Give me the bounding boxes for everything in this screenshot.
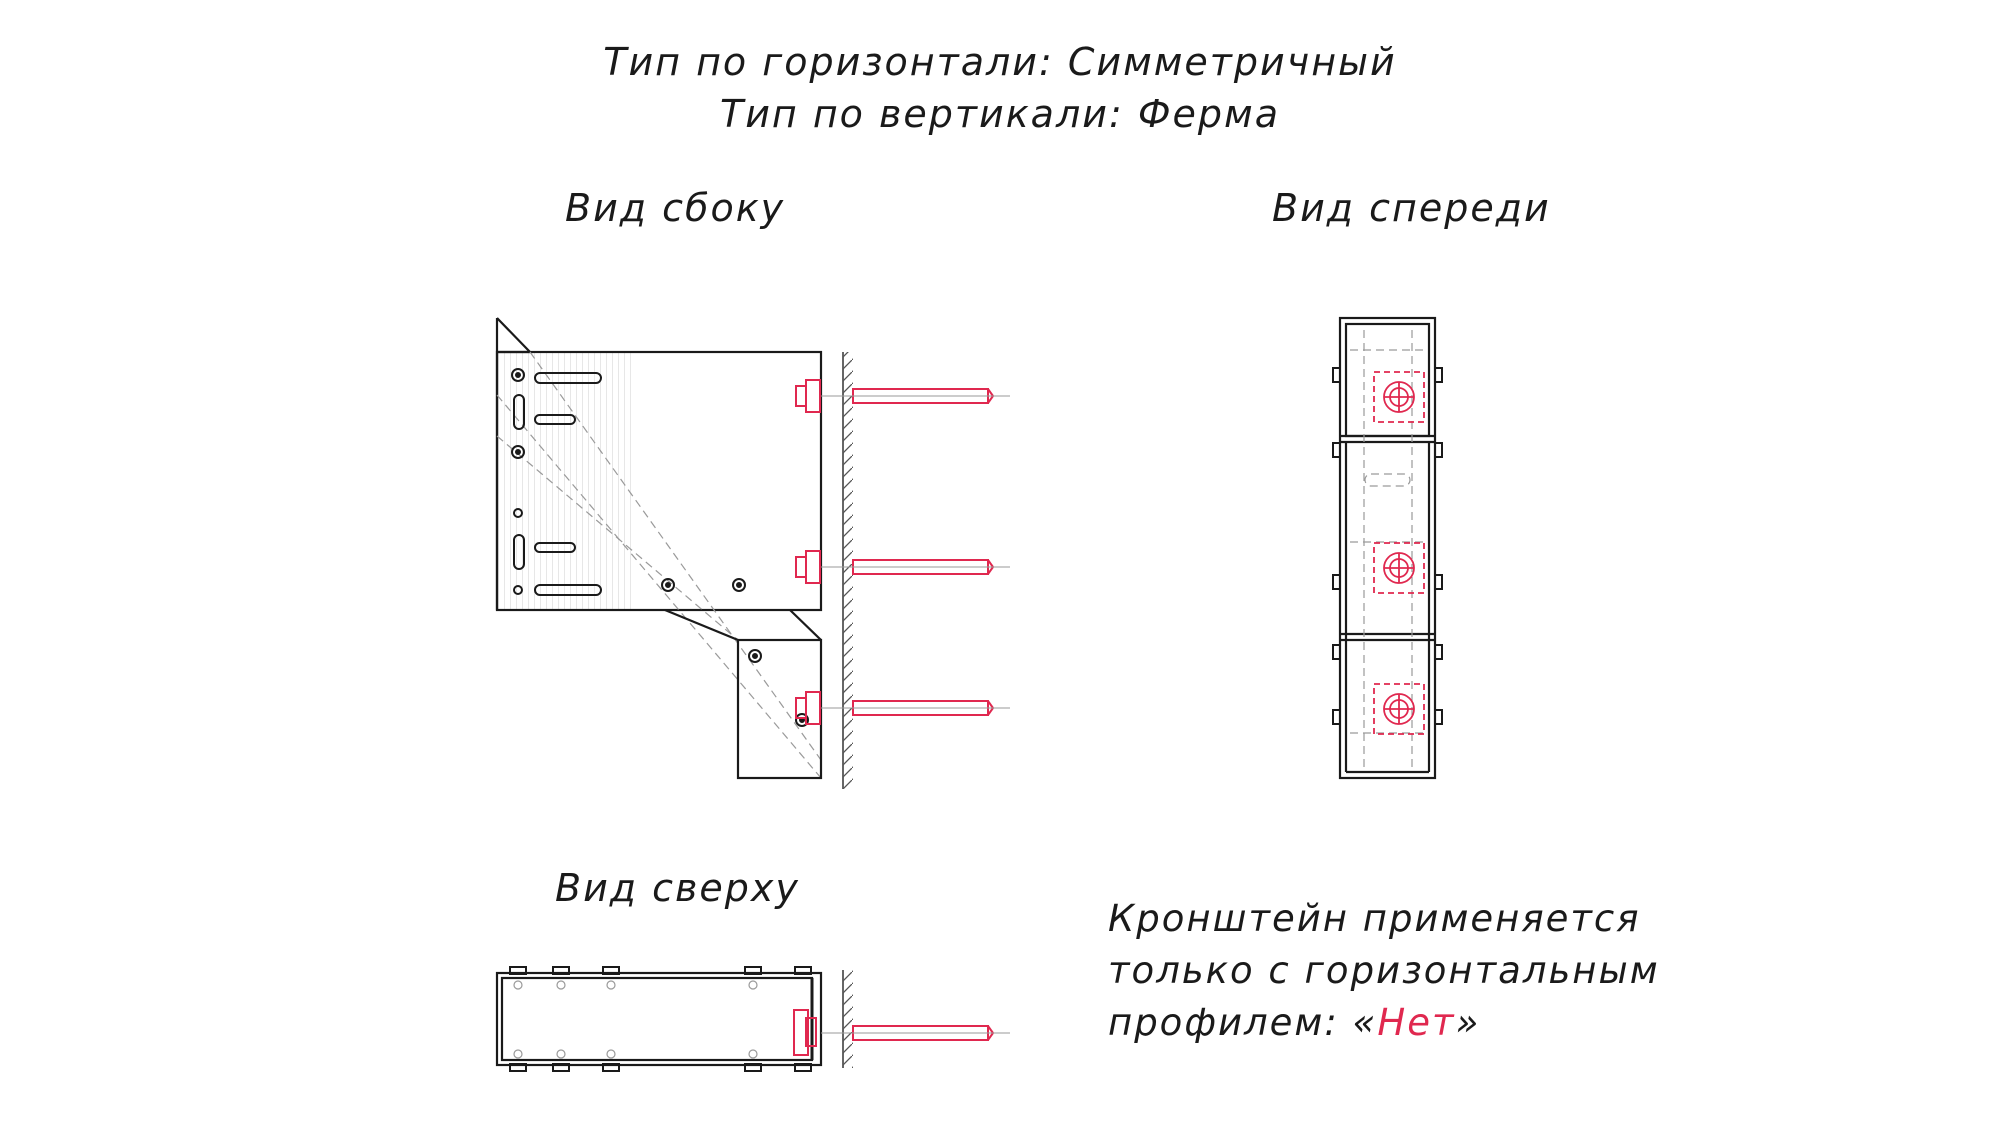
header-horizontal-type: Тип по горизонтали: Симметричный: [603, 40, 1397, 84]
bracket-shading: [497, 352, 635, 610]
front-top-box: [1344, 322, 1431, 438]
front-hidden-lines: [1350, 330, 1425, 770]
top-view-drawing: [495, 966, 1010, 1072]
front-view-title: Вид спереди: [1272, 186, 1551, 230]
note-text: Кронштейн применяется только с горизонта…: [1108, 893, 1660, 1049]
front-outer-frame: [1338, 316, 1437, 780]
side-view-drawing: [495, 317, 1010, 789]
anchors-side: [795, 379, 1010, 725]
note-value-no: Нет: [1377, 1001, 1456, 1044]
front-anchors: [1373, 371, 1425, 735]
main-bracket-plate: [495, 350, 823, 612]
rivets: [511, 368, 809, 727]
top-anchor: [793, 1009, 1010, 1056]
brace-lower-edge: [664, 608, 739, 642]
front-anchor-middle: [1373, 542, 1425, 594]
anchor-middle: [795, 550, 1010, 584]
header-vertical-type: Тип по вертикали: Ферма: [719, 92, 1280, 136]
front-anchor-bottom: [1373, 683, 1425, 735]
anchor-top: [795, 379, 1010, 413]
note-line-3: профилем: «Нет»: [1108, 997, 1660, 1049]
top-view-title: Вид сверху: [555, 866, 800, 910]
top-rivets: [509, 966, 812, 1072]
front-view-drawing: [1332, 316, 1443, 780]
anchor-bottom: [795, 691, 1010, 725]
top-plate-outer: [495, 971, 823, 1067]
note-line-3-prefix: профилем: «: [1108, 1001, 1378, 1044]
note-line-1: Кронштейн применяется: [1108, 897, 1641, 940]
top-plate-inner: [500, 976, 814, 1062]
bracket-top-corner: [496, 317, 533, 354]
diagonal-brace: [496, 351, 822, 779]
note-line-2: только с горизонтальным: [1108, 949, 1660, 992]
brace-upper-edge: [789, 609, 822, 641]
wall-side: [842, 352, 853, 789]
wall-top: [842, 970, 853, 1068]
front-anchor-top: [1373, 371, 1425, 423]
top-hidden-marks: [513, 980, 758, 1059]
front-rivets: [1332, 367, 1443, 725]
side-view-title: Вид сбоку: [565, 186, 786, 230]
note-line-3-suffix: »: [1455, 1001, 1481, 1044]
slots: [513, 372, 602, 596]
